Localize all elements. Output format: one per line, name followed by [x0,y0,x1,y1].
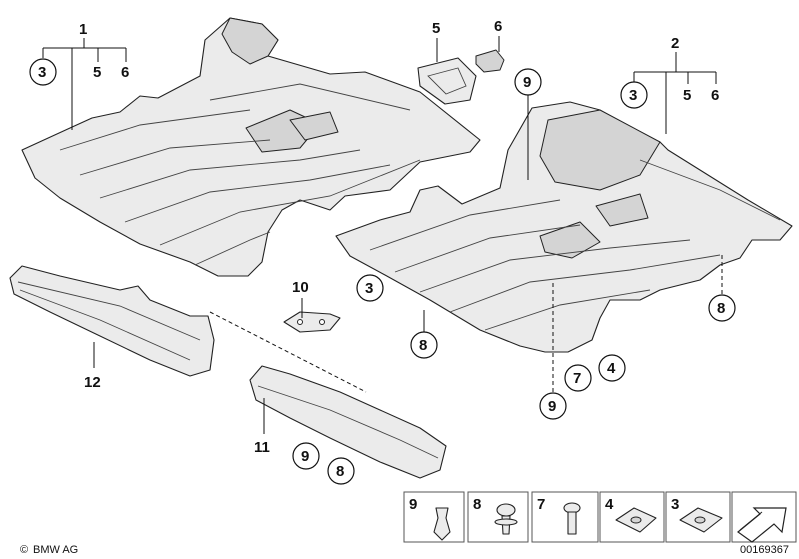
front-shield-part-11 [249,365,447,479]
callout-3a: 3 [38,64,46,81]
callout-9b: 9 [548,398,556,415]
footer: © BMW AG 00169367 [20,544,789,556]
callout-2: 2 [671,35,679,52]
legend-label-8: 8 [473,496,481,513]
callout-8c: 8 [336,463,344,480]
legend-label-9: 9 [409,496,417,513]
callout-11: 11 [254,439,270,456]
callout-circle-3c [356,274,384,302]
callout-circle-9b [539,392,567,420]
callout-12: 12 [84,374,101,391]
callout-7: 7 [573,370,581,387]
callout-circle-8b [708,294,736,322]
leader-lines [42,36,723,434]
callout-4: 4 [607,360,616,377]
callout-10: 10 [292,279,309,296]
callout-5c: 5 [683,87,691,104]
callout-9a: 9 [523,74,531,91]
callout-circle-9a [514,68,542,96]
legend-label-3: 3 [671,496,679,513]
underbody-panel-left [21,17,481,277]
screw-8-icon [496,503,516,517]
clip-9-icon [433,507,451,541]
callout-circle-3b [620,81,648,109]
copyright-symbol: © [20,544,28,556]
legend-box-7 [531,491,599,543]
cover-part-6 [475,49,505,73]
callout-8a: 8 [419,337,427,354]
bracket-part-10 [283,311,341,333]
direction-arrow-icon [737,507,787,543]
callout-8b: 8 [717,300,725,317]
callout-circle-8a [410,331,438,359]
brand-label: BMW AG [33,544,78,556]
callout-9c: 9 [301,448,309,465]
legend-box-9 [403,491,465,543]
callout-circle-7 [564,364,592,392]
callout-circle-9c [292,442,320,470]
legend-box-8 [467,491,529,543]
callout-circle-4 [598,354,626,382]
callout-5a: 5 [93,64,101,81]
callout-circle-8c [327,457,355,485]
callout-3b: 3 [629,87,637,104]
bracket-part-5 [417,57,477,105]
side-shield-part-12 [9,265,215,377]
callout-3c: 3 [365,280,373,297]
callout-1: 1 [79,21,87,38]
diagram-number: 00169367 [740,544,789,556]
callout-5b: 5 [432,20,440,37]
legend-label-4: 4 [605,496,614,513]
underbody-panel-right [335,101,793,353]
callout-6c: 6 [711,87,719,104]
callout-6b: 6 [494,18,502,35]
callouts: 1 3 5 6 5 6 2 3 5 6 9 3 8 8 4 7 9 10 12 … [29,18,736,485]
fastener-legend: 9 8 7 4 3 [403,491,797,543]
callout-6a: 6 [121,64,129,81]
callout-circle-3a [29,58,57,86]
legend-label-7: 7 [537,496,545,513]
